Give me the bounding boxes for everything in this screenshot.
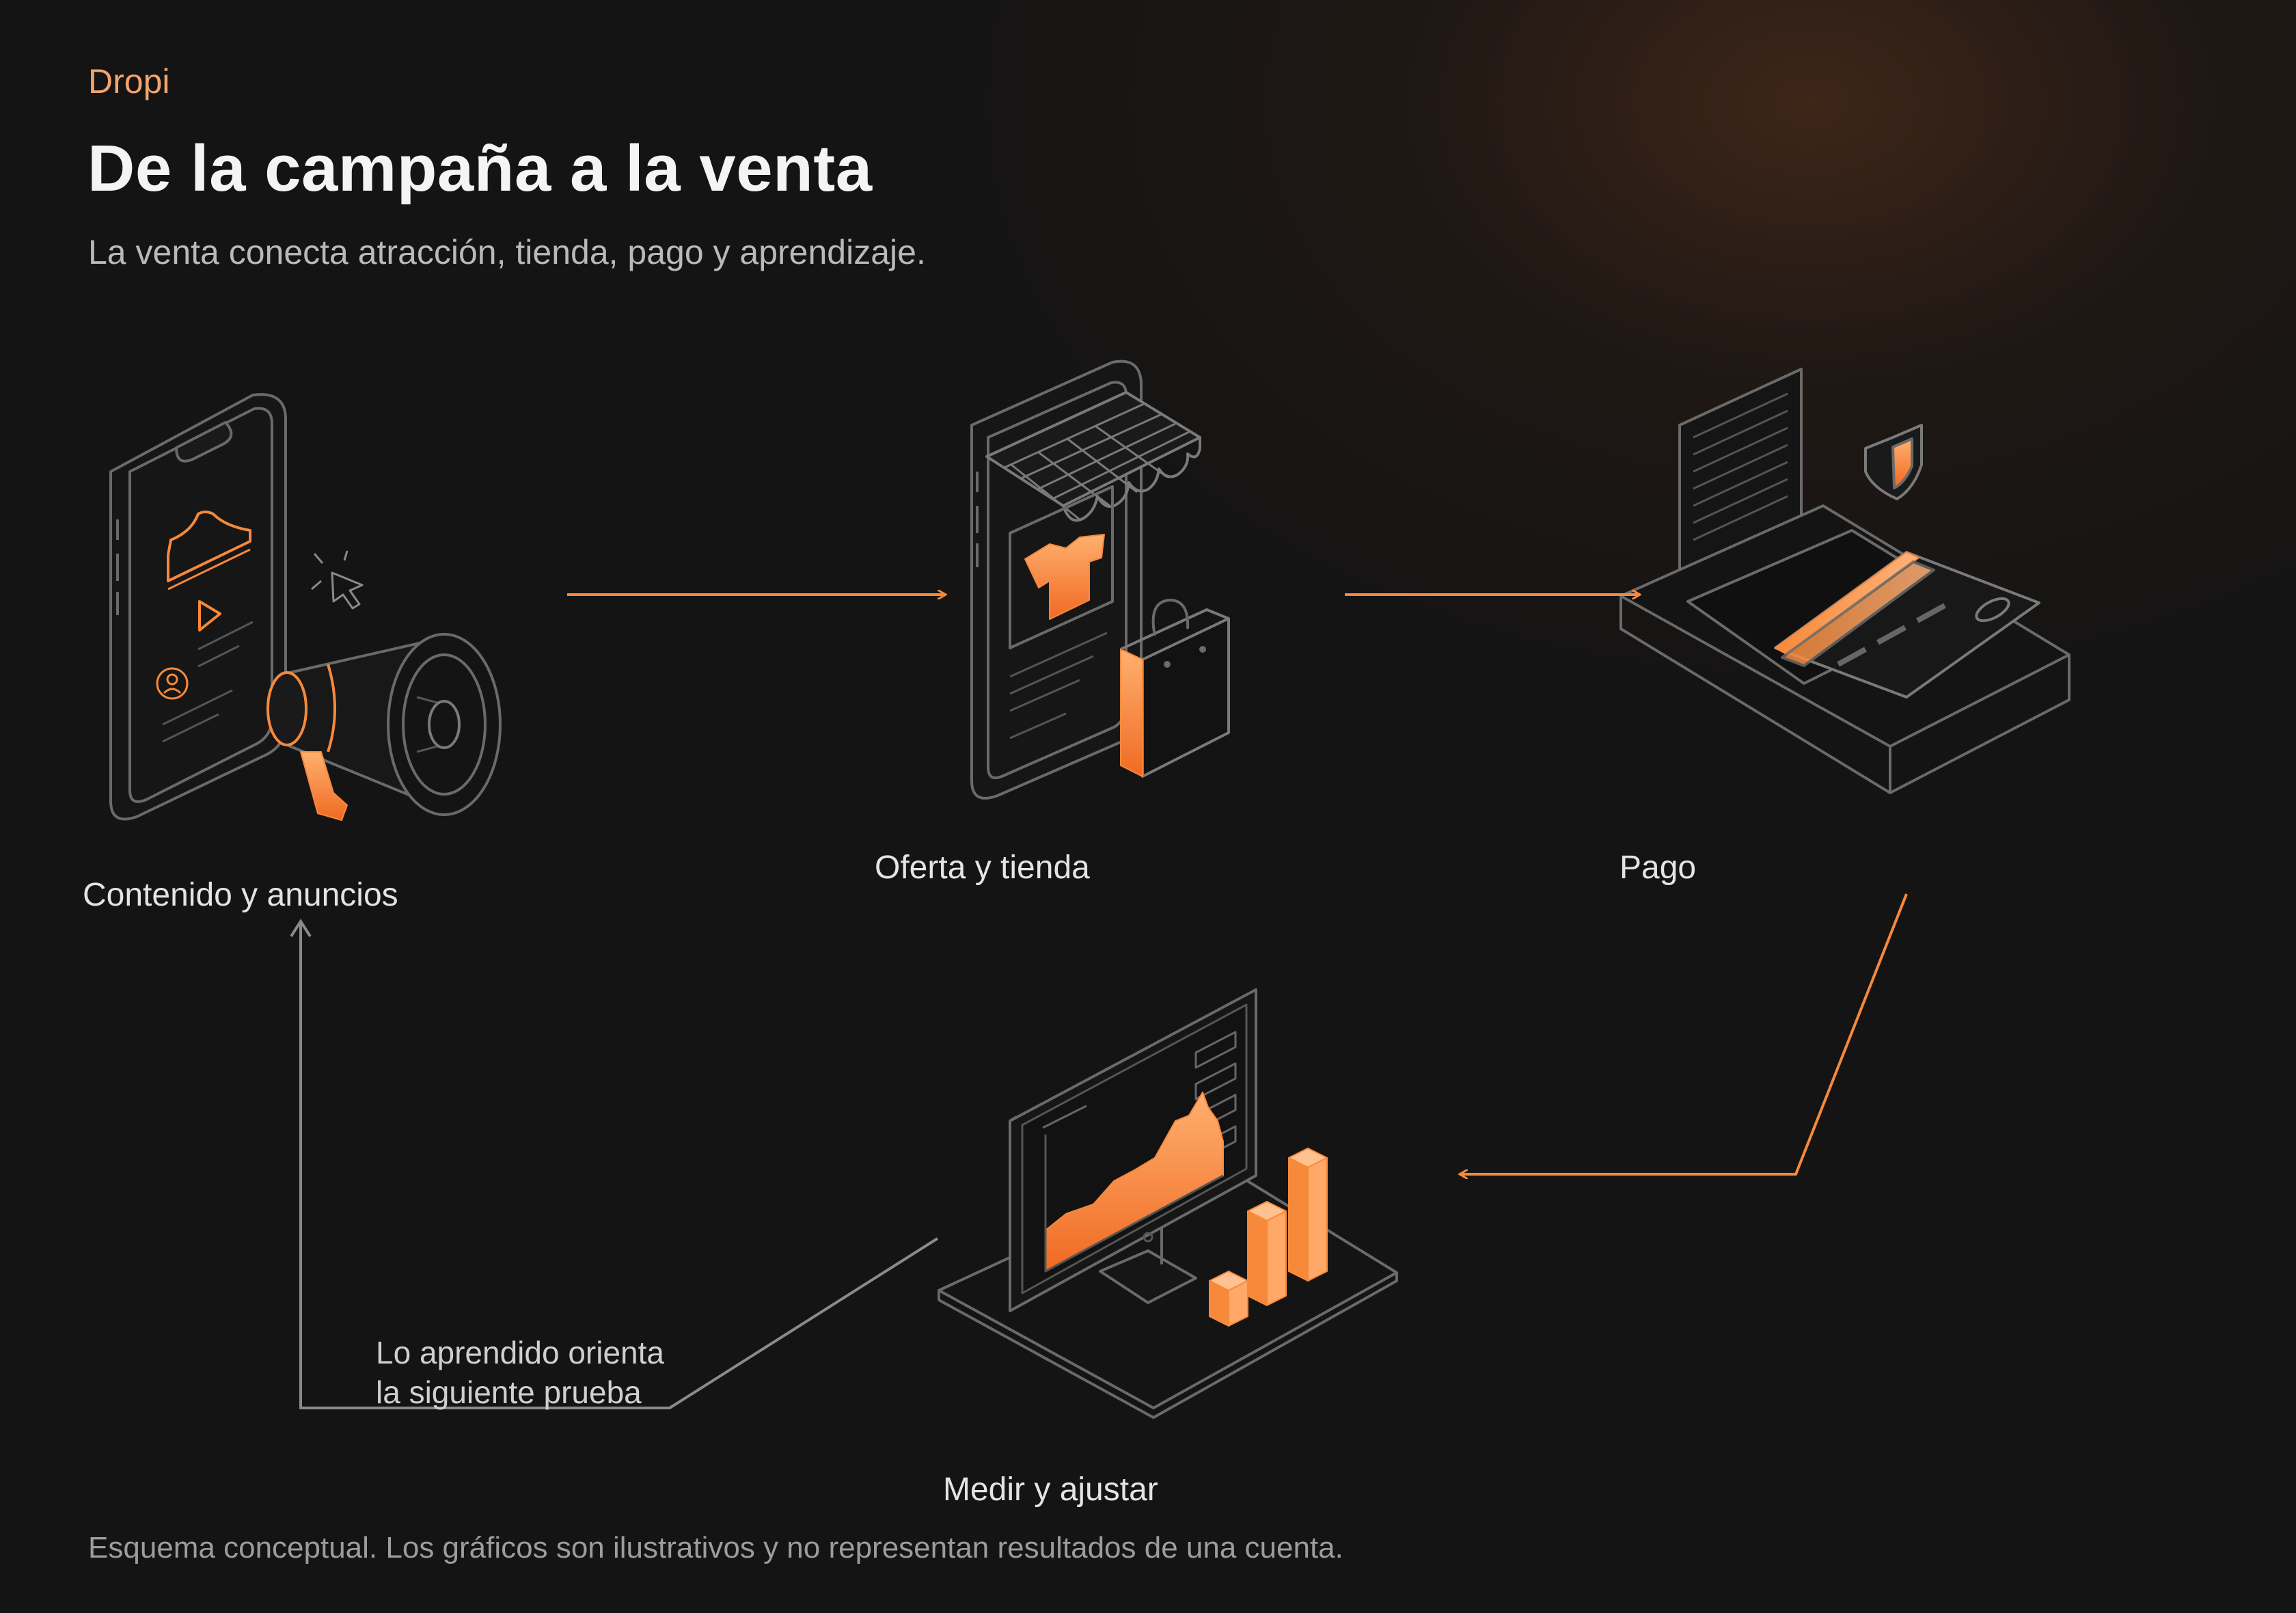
footer-disclaimer: Esquema conceptual. Los gráficos son ilu…	[88, 1531, 1343, 1564]
brand-label: Dropi	[88, 62, 170, 100]
arrow-payment-to-measure	[1460, 893, 1908, 1174]
page-subtitle: La venta conecta atracción, tienda, pago…	[88, 233, 926, 271]
step-label-store: Oferta y tienda	[875, 850, 1090, 886]
step-label-payment: Pago	[1620, 850, 1697, 886]
feedback-note-line2: la siguiente prueba	[376, 1374, 642, 1410]
arrow-feedback-loop	[299, 923, 939, 1409]
megaphone-phone-icon	[109, 393, 502, 821]
feedback-arrowhead	[290, 919, 312, 938]
step-label-ads: Contenido y anuncios	[83, 877, 398, 913]
feedback-note: Lo aprendido orienta la siguiente prueba	[376, 1333, 664, 1412]
analytics-monitor-icon	[938, 988, 1398, 1419]
step-label-measure: Medir y ajustar	[943, 1472, 1158, 1508]
feedback-note-line1: Lo aprendido orienta	[376, 1335, 664, 1370]
card-payment-icon	[1620, 368, 2070, 794]
storefront-phone-icon	[970, 360, 1230, 800]
page-title: De la campaña a la venta	[87, 132, 873, 205]
